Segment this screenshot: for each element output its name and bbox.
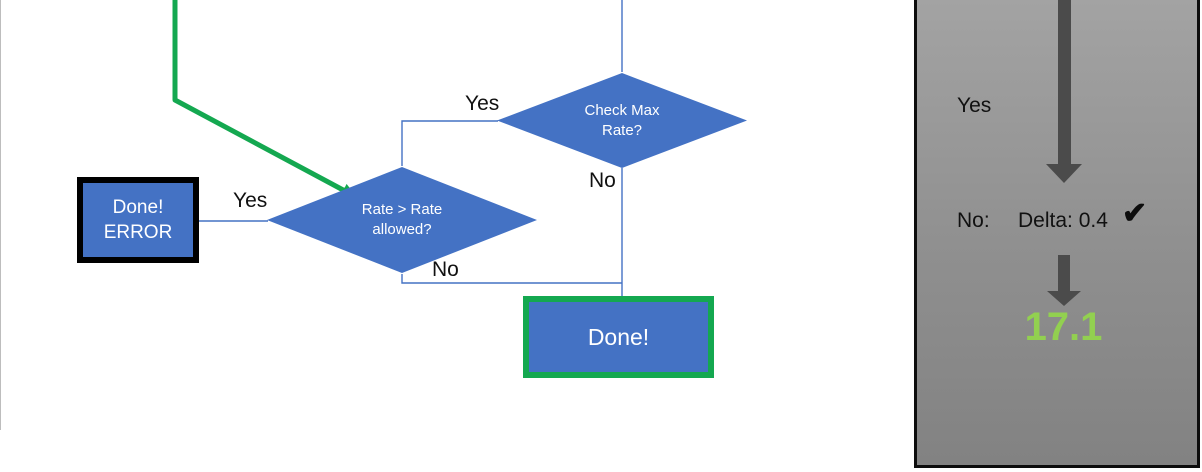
terminal-done-error-line2: ERROR [103, 222, 173, 243]
decision-check-max-rate-line1: Check Max [584, 101, 660, 119]
panel-no-label: No: [957, 209, 990, 232]
side-panel: Yes No: Delta: 0.4 ✔ 17.1 [914, 0, 1200, 468]
check-mark-icon: ✔ [1122, 197, 1148, 230]
panel-yes-label: Yes [957, 94, 992, 117]
terminal-done-error-line1: Done! [112, 197, 164, 218]
down-arrow-head-icon [1046, 164, 1082, 183]
decision-check-max-rate: Check Max Rate? [497, 73, 747, 168]
terminal-done-error: Done! ERROR [77, 177, 199, 263]
panel-delta-value: Delta: 0.4 [1018, 209, 1108, 232]
label-checkmax-no: No [589, 169, 616, 192]
label-rate-no: No [432, 258, 459, 281]
down-arrow-icon [1058, 0, 1071, 164]
terminal-done-label: Done! [587, 323, 650, 350]
down-arrow-icon [1058, 255, 1070, 291]
highlight-green-arrow [172, 0, 358, 198]
connector-checkmax-yes [401, 120, 498, 166]
decision-rate-allowed: Rate > Rate allowed? [267, 167, 537, 273]
decision-check-max-rate-line2: Rate? [601, 121, 643, 139]
panel-result-value: 17.1 [1024, 305, 1103, 349]
slide-edge-line [0, 0, 1, 430]
terminal-done: Done! [523, 296, 714, 378]
decision-rate-allowed-line2: allowed? [372, 221, 432, 238]
label-checkmax-yes: Yes [465, 92, 500, 115]
decision-rate-allowed-line1: Rate > Rate [361, 201, 443, 218]
label-rate-yes: Yes [233, 189, 268, 212]
down-arrow-head-icon [1047, 291, 1081, 306]
